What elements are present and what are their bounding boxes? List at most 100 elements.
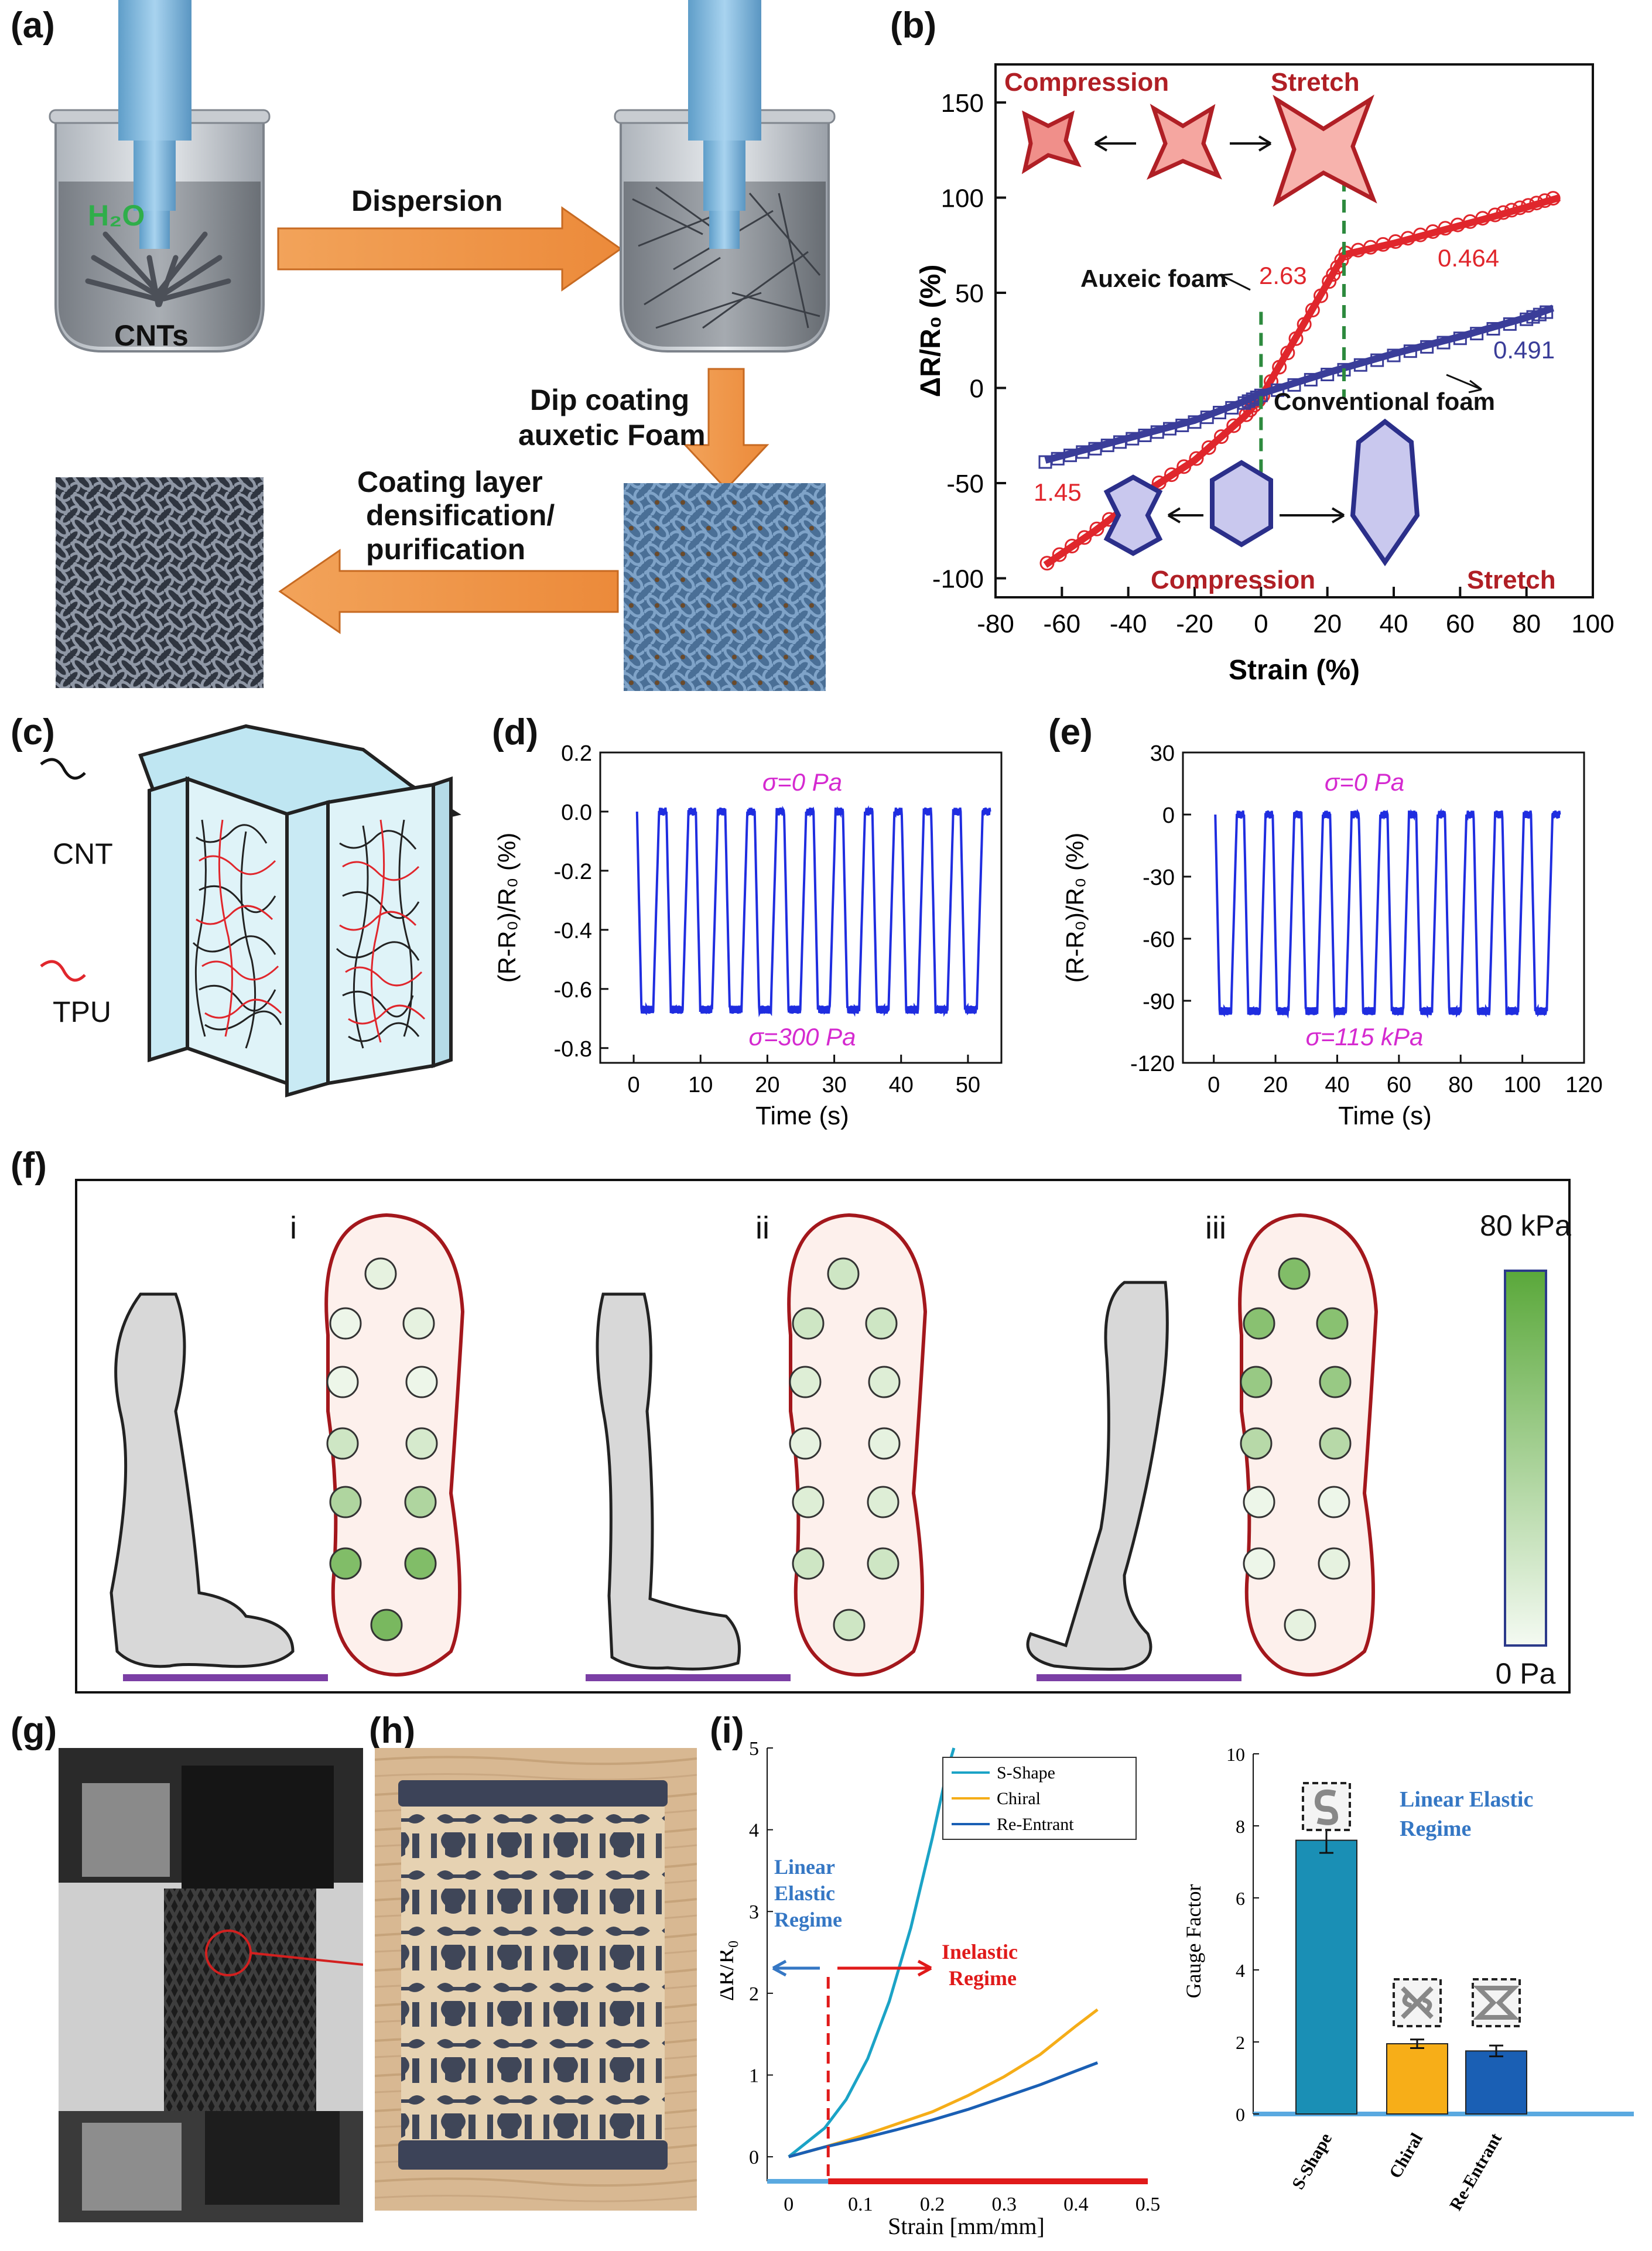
e-signal-line <box>1214 808 1561 1019</box>
d-y-tick-label: -0.8 <box>554 1037 592 1062</box>
b-marker <box>1077 530 1092 545</box>
pressure-sensor <box>370 1609 403 1641</box>
arrow-left-top <box>1094 135 1136 152</box>
b-marker <box>1487 207 1503 223</box>
pressure-sensor <box>364 1257 397 1290</box>
d-y-tick-label: -0.4 <box>554 919 592 943</box>
inelastic-label-2: Regime <box>949 1966 1017 1990</box>
b-marker <box>1214 429 1229 444</box>
cnt-legend-icon <box>40 758 86 780</box>
panel-label-a: (a) <box>11 5 55 46</box>
arrow-densification <box>278 549 619 634</box>
b-marker <box>1297 317 1312 332</box>
tpu-legend-icon <box>40 960 86 982</box>
ir-y-tick-label: 4 <box>1236 1960 1245 1981</box>
scale-min-label: 0 Pa <box>1496 1657 1556 1690</box>
b-x-tick-label: 100 <box>1571 610 1614 638</box>
il-x-tick-label: 0.1 <box>848 2194 873 2215</box>
s-shape-cell-icon <box>1302 1782 1351 1831</box>
auxetic-shape-compression <box>1021 110 1082 175</box>
e-x-tick-label: 0 <box>1208 1073 1220 1097</box>
b-marker <box>1387 348 1401 362</box>
pressure-sensor <box>329 1307 362 1340</box>
b-marker <box>1065 539 1079 553</box>
e-y-tick-label: -60 <box>1143 928 1175 952</box>
b-marker <box>1470 327 1484 341</box>
d-y-axis-label: (R-R₀)/R₀ (%) <box>493 833 521 983</box>
panel-label-g: (g) <box>11 1711 57 1751</box>
leg-silhouette <box>1026 1281 1169 1671</box>
pressure-sensor <box>868 1427 901 1460</box>
compression-label-bottom: Compression <box>1151 566 1315 594</box>
d-plot-frame <box>599 751 1003 1064</box>
b-marker <box>1334 252 1349 268</box>
pressure-sensor <box>1316 1307 1349 1340</box>
pressure-sensor <box>1318 1547 1350 1580</box>
plot-frame <box>994 63 1594 598</box>
b-marker <box>1503 317 1517 331</box>
slope-0491: 0.491 <box>1493 336 1555 364</box>
arrow-dip-coating <box>683 368 769 491</box>
b-marker <box>1287 378 1301 392</box>
panel-label-f: (f) <box>11 1145 47 1186</box>
pressure-sensor <box>329 1547 362 1580</box>
inelastic-label-1: Inelastic <box>942 1940 1018 1963</box>
pressure-sensor <box>1284 1609 1316 1641</box>
d-x-tick-label: 50 <box>956 1073 980 1097</box>
il-y-tick-label: 3 <box>749 1901 759 1923</box>
e-y-tick-group: 300-30-60-90-120 <box>1130 741 1191 1076</box>
inelastic-arrow <box>837 1959 932 1977</box>
cnts-bundle <box>85 231 231 307</box>
coated-foam-image <box>624 483 826 691</box>
tpu-legend-label: TPU <box>53 995 111 1028</box>
d-y-tick-group: 0.20.0-0.2-0.4-0.6-0.8 <box>554 741 608 1062</box>
il-x-tick-label: 0.5 <box>1135 2194 1161 2215</box>
arrow-dispersion <box>277 206 623 292</box>
b-marker <box>1453 331 1467 345</box>
probe-1 <box>118 0 191 249</box>
e-plot-frame <box>1182 751 1585 1064</box>
d-x-tick-label: 40 <box>889 1073 914 1097</box>
b-marker <box>1089 521 1104 536</box>
conventional-shape-stretch <box>1350 418 1420 567</box>
linear-label-1: Linear <box>774 1855 835 1879</box>
e-x-tick-label: 60 <box>1387 1073 1411 1097</box>
b-marker <box>1540 305 1554 319</box>
il-y-tick-label: 0 <box>749 2147 759 2168</box>
b-marker <box>1370 353 1384 367</box>
e-y-tick-label: -30 <box>1143 865 1175 890</box>
ir-y-tick-label: 10 <box>1226 1744 1245 1765</box>
il-x-tick-label: 0 <box>784 2194 793 2215</box>
pressure-sensor <box>789 1366 822 1398</box>
b-marker <box>1288 331 1304 346</box>
leg-silhouette <box>596 1292 741 1671</box>
il-x-tick-label: 0.4 <box>1063 2194 1089 2215</box>
ir-y-tick-label: 0 <box>1236 2104 1245 2125</box>
auxetic-label: Auxeic foam <box>1080 265 1227 292</box>
d-x-axis-label: Time (s) <box>755 1101 849 1130</box>
d-x-tick-label: 10 <box>688 1073 713 1097</box>
densified-foam-image <box>56 477 264 688</box>
pressure-sensor <box>792 1486 825 1518</box>
slope-0464: 0.464 <box>1438 244 1499 272</box>
d-y-tick-label: 0.2 <box>561 741 592 766</box>
b-marker <box>1353 358 1367 372</box>
b-marker <box>1246 392 1260 406</box>
pressure-sensor <box>405 1427 438 1460</box>
e-x-axis-label: Time (s) <box>1338 1101 1432 1130</box>
b-y-tick-label: 0 <box>970 375 984 403</box>
pressure-sensor <box>792 1547 825 1580</box>
b-marker <box>1436 336 1451 350</box>
panel-label-h: (h) <box>369 1711 416 1751</box>
b-x-tick-label: 0 <box>1254 610 1268 638</box>
auxetic-shape-stretch <box>1273 94 1377 207</box>
arrow-left-bottom <box>1167 507 1203 524</box>
b-marker <box>1521 198 1536 213</box>
b-marker <box>1504 203 1519 218</box>
pressure-sensor <box>1243 1307 1275 1340</box>
